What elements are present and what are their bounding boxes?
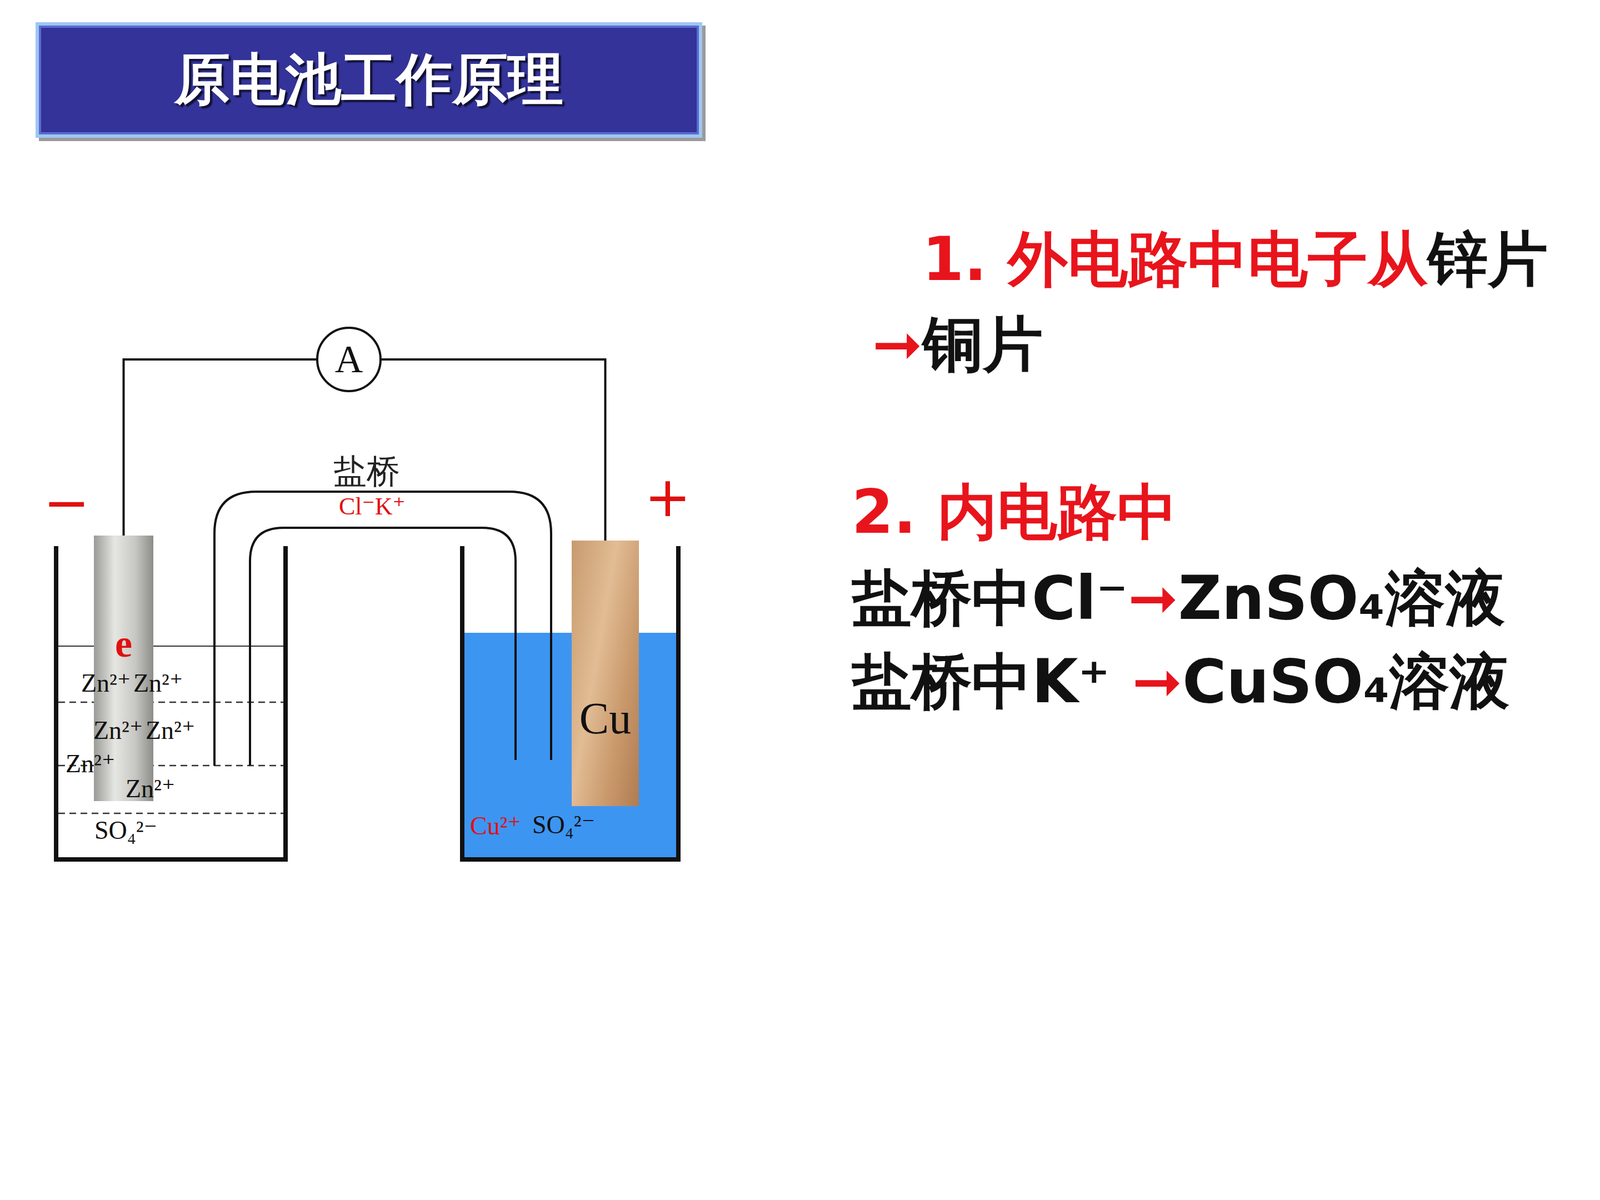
polarity-sign: + <box>644 466 692 528</box>
ion-label: Zn²⁺ <box>125 775 175 804</box>
ion-label: Cl⁻K⁺ <box>338 493 406 520</box>
ammeter-circle: A <box>316 326 382 393</box>
cuso4-solution <box>464 632 677 858</box>
explanation-text: CuSO₄溶液 <box>1182 646 1510 717</box>
explanation-text: ZnSO₄溶液 <box>1178 563 1505 633</box>
ion-label: SO₄²⁻ <box>94 816 158 845</box>
dashed-level <box>58 812 284 815</box>
node-text: A <box>335 340 364 379</box>
explanation-text: 1. 外电路中电子从 <box>922 224 1428 294</box>
wire <box>381 359 606 541</box>
node-text: e <box>115 624 133 664</box>
explanation-text: 2. 内电路中 <box>851 477 1178 547</box>
ion-label: Cu²⁺ <box>470 812 522 841</box>
right-beaker <box>462 546 679 860</box>
explanation-text: 盐桥中K⁺ <box>851 646 1110 717</box>
copper-electrode: Cu <box>571 540 639 807</box>
salt-bridge-inner <box>250 527 516 766</box>
ion-label: Zn²⁺ <box>133 669 183 698</box>
explanation-line: 2. 内电路中 <box>851 469 1585 555</box>
ion-label: SO₄²⁻ <box>532 811 595 840</box>
explanation-text: 盐桥中Cl⁻ <box>851 563 1128 633</box>
salt-bridge-outer <box>214 491 552 766</box>
title-text: 原电池工作原理 <box>174 42 564 118</box>
explanation-text: 铜片 <box>922 309 1043 379</box>
wire <box>123 359 317 536</box>
salt-bridge-label: 盐桥 <box>333 452 400 490</box>
explanation-text: ➞ <box>1132 646 1183 717</box>
explanation-line: 盐桥中K⁺ ➞CuSO₄溶液 <box>851 638 1597 724</box>
ion-label: Zn²⁺ <box>65 750 115 779</box>
node-text: Cu <box>579 696 632 741</box>
explanation-text: ➞ <box>1127 563 1179 633</box>
ion-label: Zn²⁺ <box>145 716 195 745</box>
explanation-line: 盐桥中Cl⁻➞ZnSO₄溶液 <box>851 555 1597 641</box>
ion-label: Zn²⁺ <box>81 669 131 698</box>
explanation-line: 1. 外电路中电子从锌片 ➞铜片 <box>872 216 1578 388</box>
title-bar: 原电池工作原理 <box>35 22 703 138</box>
ion-label: Zn²⁺ <box>93 716 143 745</box>
explanation-text: ➞ <box>872 309 923 379</box>
explanation-text: 锌片 <box>1427 224 1548 294</box>
polarity-sign: − <box>43 472 90 534</box>
left-beaker <box>56 546 286 860</box>
